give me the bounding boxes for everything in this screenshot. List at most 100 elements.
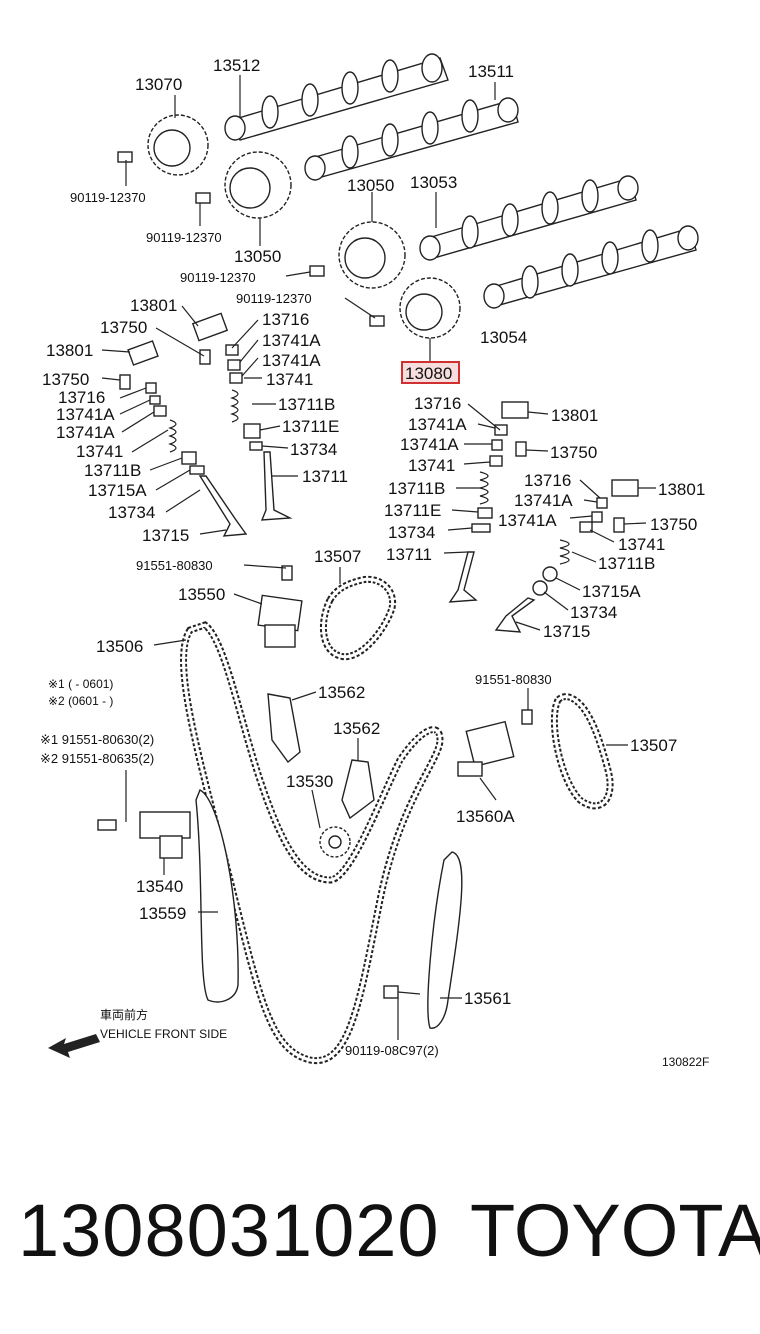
label-13054: 13054 xyxy=(480,328,527,347)
highlight-box xyxy=(401,361,460,384)
timing-chain-13506 xyxy=(180,621,444,1065)
label-13560A: 13560A xyxy=(456,807,515,826)
label-13540: 13540 xyxy=(136,877,183,896)
label-r13741A-b: 13741A xyxy=(400,435,459,454)
chain-guide-13561 xyxy=(427,851,463,1029)
label-13741A-c: 13741A xyxy=(56,405,115,424)
bolt-icon xyxy=(117,151,385,327)
label-13506: 13506 xyxy=(96,637,143,656)
label-13507-a: 13507 xyxy=(314,547,361,566)
label-r13741A-d: 13741A xyxy=(498,511,557,530)
label-r13711B-b: 13711B xyxy=(598,554,655,573)
label-r13734: 13734 xyxy=(388,523,435,542)
label-13080: 13080 xyxy=(405,364,452,383)
timing-chain-13507-lower xyxy=(550,693,614,810)
label-13512: 13512 xyxy=(213,56,260,75)
label-13559: 13559 xyxy=(139,904,186,923)
front-arrow-icon xyxy=(48,1034,100,1058)
camshaft-13053 xyxy=(419,175,639,261)
note-1: ※1 ( - 0601) xyxy=(48,677,113,691)
label-13715A-a: 13715A xyxy=(88,481,147,500)
label-r13711E: 13711E xyxy=(384,501,441,520)
sprocket-13530 xyxy=(319,826,351,858)
label-r13734-b: 13734 xyxy=(570,603,617,622)
label-r13711: 13711 xyxy=(386,545,432,564)
label-90119-d: 90119-12370 xyxy=(236,291,312,306)
label-13711E-a: 13711E xyxy=(282,417,339,436)
label-13750-b: 13750 xyxy=(42,370,89,389)
label-13741A-d: 13741A xyxy=(56,423,115,442)
label-r13741A: 13741A xyxy=(408,415,467,434)
camshaft-13512 xyxy=(224,53,449,141)
label-13801-a: 13801 xyxy=(130,296,177,315)
label-91551-b: 91551-80830 xyxy=(475,672,552,687)
label-r13715A: 13715A xyxy=(582,582,641,601)
label-r13716: 13716 xyxy=(414,394,461,413)
tensioner-13540 xyxy=(97,811,191,859)
label-r13750-b: 13750 xyxy=(650,515,697,534)
valve-train-right xyxy=(448,401,639,633)
label-13530: 13530 xyxy=(286,772,333,791)
leader-lines xyxy=(101,75,656,1040)
chain-guide-13559 xyxy=(195,789,239,1003)
label-13734-b: 13734 xyxy=(108,503,155,522)
valve-train-left xyxy=(119,312,293,537)
label-13711B-b: 13711B xyxy=(84,461,141,480)
label-13511: 13511 xyxy=(468,62,514,81)
label-front-jp: 車両前方 xyxy=(100,1007,148,1022)
cam-gear-13050-bottom xyxy=(338,221,406,289)
label-13711-a: 13711 xyxy=(302,467,348,486)
timing-chain-13507-upper xyxy=(319,575,397,661)
note-3: ※1 91551-80630(2) xyxy=(40,732,154,747)
label-90119-b: 90119-12370 xyxy=(146,230,222,245)
bolt-90119-08C97 xyxy=(383,985,421,999)
label-r13741-b: 13741 xyxy=(618,535,665,554)
part-number: 1308031020 xyxy=(18,1189,440,1272)
label-r13711B: 13711B xyxy=(388,479,445,498)
label-13507-b: 13507 xyxy=(630,736,677,755)
label-13550: 13550 xyxy=(178,585,225,604)
label-13562-a: 13562 xyxy=(318,683,365,702)
label-front-en: VEHICLE FRONT SIDE xyxy=(100,1027,227,1041)
tensioner-13562-a xyxy=(267,693,301,764)
label-r13801: 13801 xyxy=(551,406,598,425)
label-13741-b: 13741 xyxy=(76,442,123,461)
label-13050-top: 13050 xyxy=(347,176,394,195)
label-r13801-b: 13801 xyxy=(658,480,705,499)
label-13741A-b: 13741A xyxy=(262,351,321,370)
label-90119-e: 90119-08C97(2) xyxy=(345,1043,439,1058)
label-13715-a: 13715 xyxy=(142,526,189,545)
label-13801-b: 13801 xyxy=(46,341,93,360)
tensioner-13560A xyxy=(457,709,533,777)
label-13070: 13070 xyxy=(135,75,182,94)
label-13741A-a: 13741A xyxy=(262,331,321,350)
note-2: ※2 (0601 - ) xyxy=(48,694,113,708)
camshaft-13054 xyxy=(483,225,699,309)
cam-gear-13050-top xyxy=(224,151,292,219)
note-4: ※2 91551-80635(2) xyxy=(40,751,154,766)
label-r13741: 13741 xyxy=(408,456,455,475)
label-13716-a: 13716 xyxy=(262,310,309,329)
camshaft-13511 xyxy=(304,97,519,181)
figure-code: 130822F xyxy=(662,1055,709,1069)
label-13562-b: 13562 xyxy=(333,719,380,738)
tensioner-13550 xyxy=(257,565,303,648)
label-13561: 13561 xyxy=(464,989,511,1008)
label-13734-a: 13734 xyxy=(290,440,337,459)
cam-gear-13070 xyxy=(147,114,209,176)
cam-gear-13080 xyxy=(399,277,461,339)
label-90119-c: 90119-12370 xyxy=(180,270,256,285)
label-90119-a: 90119-12370 xyxy=(70,190,146,205)
label-13750-a: 13750 xyxy=(100,318,147,337)
label-13716-b: 13716 xyxy=(58,388,105,407)
label-13711B-a: 13711B xyxy=(278,395,335,414)
label-r13750: 13750 xyxy=(550,443,597,462)
label-91551-a: 91551-80830 xyxy=(136,558,213,573)
label-r13716-b: 13716 xyxy=(524,471,571,490)
label-13050-bottom: 13050 xyxy=(234,247,281,266)
tensioner-13562-b xyxy=(341,759,375,820)
label-r13741A-c: 13741A xyxy=(514,491,573,510)
label-13053: 13053 xyxy=(410,173,457,192)
brand-name: TOYOTA xyxy=(470,1189,760,1272)
